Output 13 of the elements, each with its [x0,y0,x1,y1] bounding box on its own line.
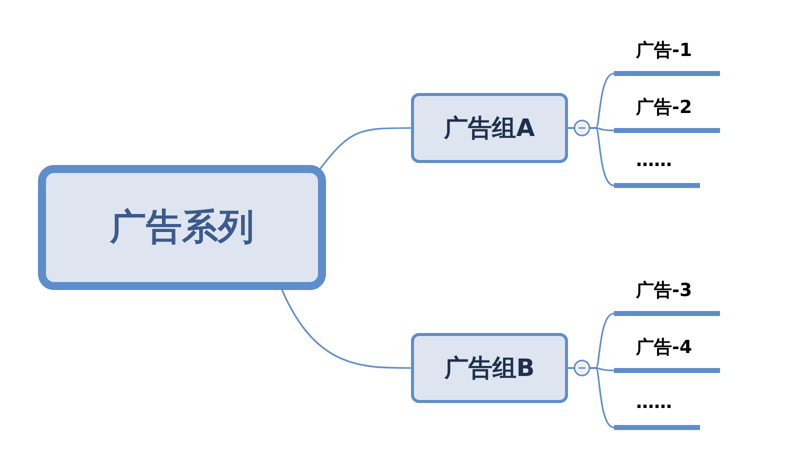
ad-item: 广告-3 [614,276,720,316]
connector [568,72,614,129]
ad-group-box: 广告组A [411,93,568,163]
ad-group-box: 广告组B [411,333,568,403]
ad-item: 广告-4 [614,333,720,373]
ad-item: …… [614,390,700,430]
connector [568,312,614,369]
connector [319,127,411,170]
ad-item: …… [614,148,700,188]
campaign-box: 广告系列 [38,165,326,290]
ad-item: 广告-1 [614,36,720,76]
connector [281,290,411,369]
ad-item: 广告-2 [614,93,720,133]
